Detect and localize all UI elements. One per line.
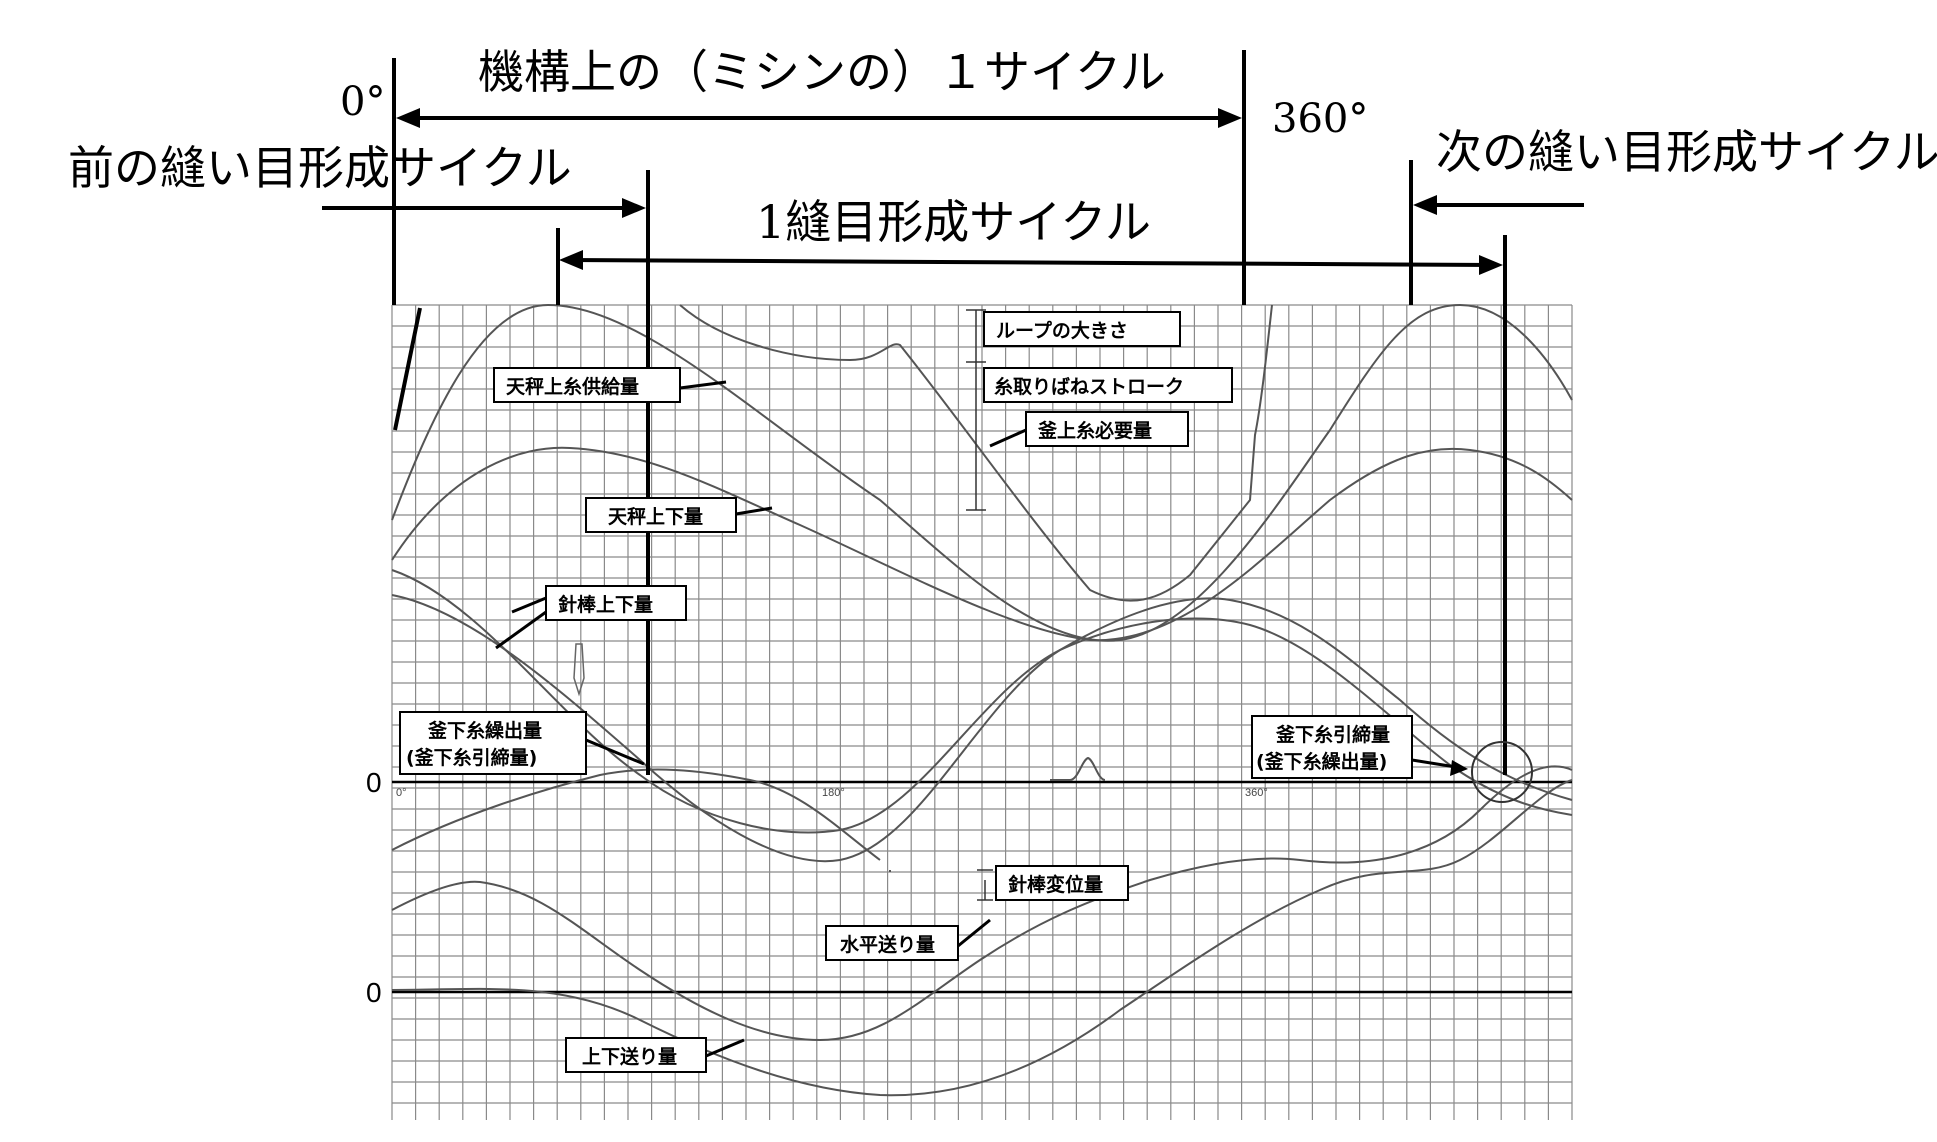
header-machine-cycle: 機構上の（ミシンの）１サイクル <box>478 45 1166 99</box>
label-needlebar-disp-text: 針棒変位量 <box>1008 873 1103 896</box>
arrowhead-machine-left <box>396 108 420 128</box>
label-horizontal-feed: 水平送り量 <box>825 918 991 961</box>
arrowhead-machine-right <box>1218 108 1242 128</box>
label-needlebar-vertical-text: 針棒上下量 <box>558 593 653 616</box>
curve-hook-lower <box>391 569 1573 834</box>
needle-marker <box>573 643 585 697</box>
curve-vertical-feed <box>391 779 1573 1097</box>
label-hook-lower-out: 釜下糸繰出量 (釜下糸引締量) <box>399 711 645 775</box>
label-takeup-vertical-text: 天秤上下量 <box>608 506 703 528</box>
label-hook-upper-need-text: 釜上糸必要量 <box>1037 419 1152 442</box>
header-stitch-cycle: 1縫目形成サイクル <box>756 195 1151 249</box>
label-vertical-feed: 上下送り量 <box>565 1037 745 1073</box>
arrowhead-stitch-left <box>559 250 583 270</box>
curve-hook-upper <box>679 304 1273 602</box>
arrowhead-stitch-right <box>1479 255 1503 275</box>
label-needlebar-vertical: 針棒上下量 <box>495 585 687 650</box>
cycle-markers <box>322 50 1584 775</box>
label-horizontal-feed-text: 水平送り量 <box>840 933 935 956</box>
label-loop-size: ループの大きさ <box>983 311 1181 347</box>
arrowhead-prev-right <box>622 198 646 218</box>
header-deg-start: 0° <box>340 79 385 125</box>
label-hook-lower-out-text-1: 釜下糸繰出量 <box>427 719 542 742</box>
label-spring-stroke-text: 糸取りばねストローク <box>994 375 1184 398</box>
zero-label-upper: 0 <box>366 767 382 798</box>
header-next-cycle: 次の縫い目形成サイクル <box>1436 125 1937 179</box>
header-deg-end: 360° <box>1272 96 1368 142</box>
label-spring-stroke: 糸取りばねストローク <box>983 367 1233 403</box>
chart-grid <box>391 304 1573 1120</box>
label-hook-lower-pull-text-1: 釜下糸引締量 <box>1275 723 1390 746</box>
marker-slash <box>393 307 422 431</box>
arrowhead-next-left <box>1413 195 1437 215</box>
label-vertical-feed-text: 上下送り量 <box>582 1045 677 1068</box>
loop-size-bracket <box>966 309 993 901</box>
curve-needlebar-vertical <box>391 594 1573 863</box>
label-hook-lower-pull: 釜下糸引締量 (釜下糸繰出量) <box>1251 715 1468 779</box>
curve-hook-lower-out <box>391 768 881 861</box>
header-prev-cycle: 前の縫い目形成サイクル <box>68 141 572 195</box>
intersection-circle <box>1471 741 1533 803</box>
label-takeup-supply-text: 天秤上糸供給量 <box>506 375 639 398</box>
curve-takeup-supply <box>391 303 1573 642</box>
curve-takeup-vertical <box>391 446 1573 642</box>
label-takeup-vertical: 天秤上下量 <box>585 497 773 533</box>
label-takeup-supply: 天秤上糸供給量 <box>493 367 727 403</box>
label-hook-lower-out-text-2: (釜下糸引締量) <box>406 746 537 769</box>
label-hook-upper-need: 釜上糸必要量 <box>989 411 1189 448</box>
tick-label-360: 360° <box>1245 787 1268 799</box>
tick-label-180: 180° <box>822 787 845 799</box>
zero-label-lower: 0 <box>366 977 382 1008</box>
label-hook-lower-pull-text-2: (釜下糸繰出量) <box>1256 750 1387 773</box>
label-needlebar-disp: 針棒変位量 <box>995 865 1129 901</box>
timing-curves <box>391 303 1573 1097</box>
label-loop-size-text: ループの大きさ <box>996 319 1128 342</box>
curve-horizontal-feed <box>391 765 1573 1042</box>
arrow-stitch-cycle <box>567 258 1495 267</box>
tick-label-0: 0° <box>396 787 407 799</box>
curve-needlebar-disp <box>1050 756 1106 781</box>
